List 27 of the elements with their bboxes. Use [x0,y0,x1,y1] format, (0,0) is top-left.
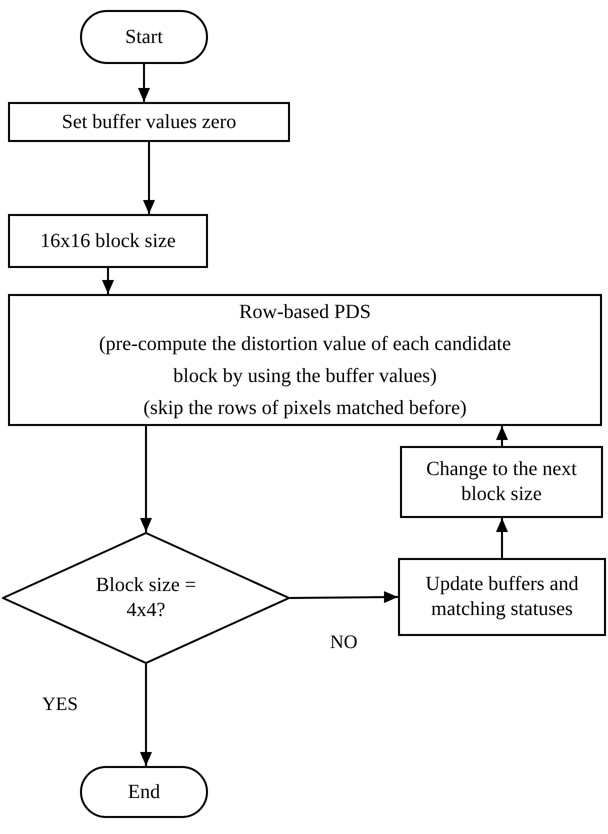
terminal-label: End [128,780,160,804]
process-box [398,558,606,636]
process-box [8,294,602,426]
arrow [143,142,155,214]
arrow [102,268,114,294]
start-terminal [80,10,208,64]
process-box [8,102,290,142]
process-text: Row-based PDS [239,300,371,325]
arrow [138,64,150,102]
process-text: Set buffer values zero [62,110,236,134]
process-text: (skip the rows of pixels matched before) [143,396,467,421]
arrow [496,518,508,558]
process-box [8,214,208,268]
arrow [140,426,152,532]
process-box [400,446,603,518]
process-text: 16x16 block size [40,228,176,254]
arrow [290,591,398,604]
process-text: Update buffers and matching statuses [424,572,580,622]
arrow [140,664,152,766]
process-text: (pre-compute the distortion value of each candidate block by using the buffer values) [98,332,512,389]
decision-text: Block size = 4x4? [94,573,198,623]
edge-label: YES [42,694,78,716]
arrow [496,426,508,446]
terminal-label: Start [125,24,163,50]
end-terminal [80,766,208,818]
process-text: Change to the next block size [425,457,578,507]
edge-label: NO [330,632,358,654]
